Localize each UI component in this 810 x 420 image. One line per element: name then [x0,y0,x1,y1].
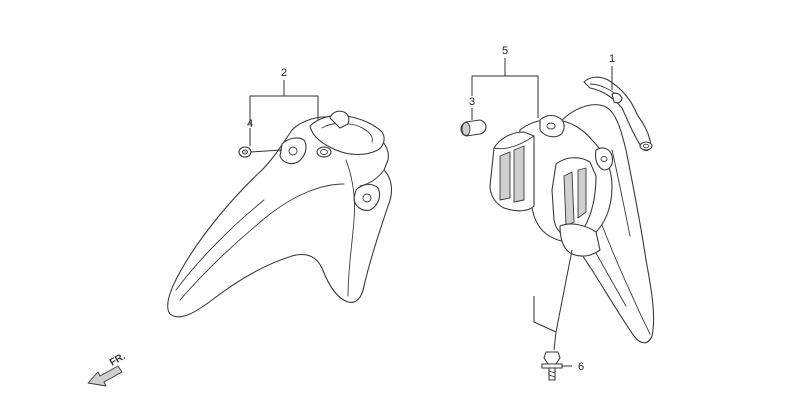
inner-fender [489,104,655,344]
grommet-part-4 [238,146,252,158]
front-direction-arrow [87,365,123,387]
callout-leaders-right [471,58,613,367]
collar-part-3 [460,119,487,137]
callout-4: 4 [247,118,253,130]
callout-2: 2 [281,67,287,79]
callout-6: 6 [578,361,584,373]
direction-label: FR. [108,351,128,369]
bracket-part-1 [583,76,653,152]
callout-1: 1 [609,53,615,65]
callout-3: 3 [469,96,475,108]
bolt-part-6 [541,351,563,381]
front-fender [167,110,393,318]
callout-5: 5 [502,45,508,57]
callout-leaders-left [249,80,319,153]
